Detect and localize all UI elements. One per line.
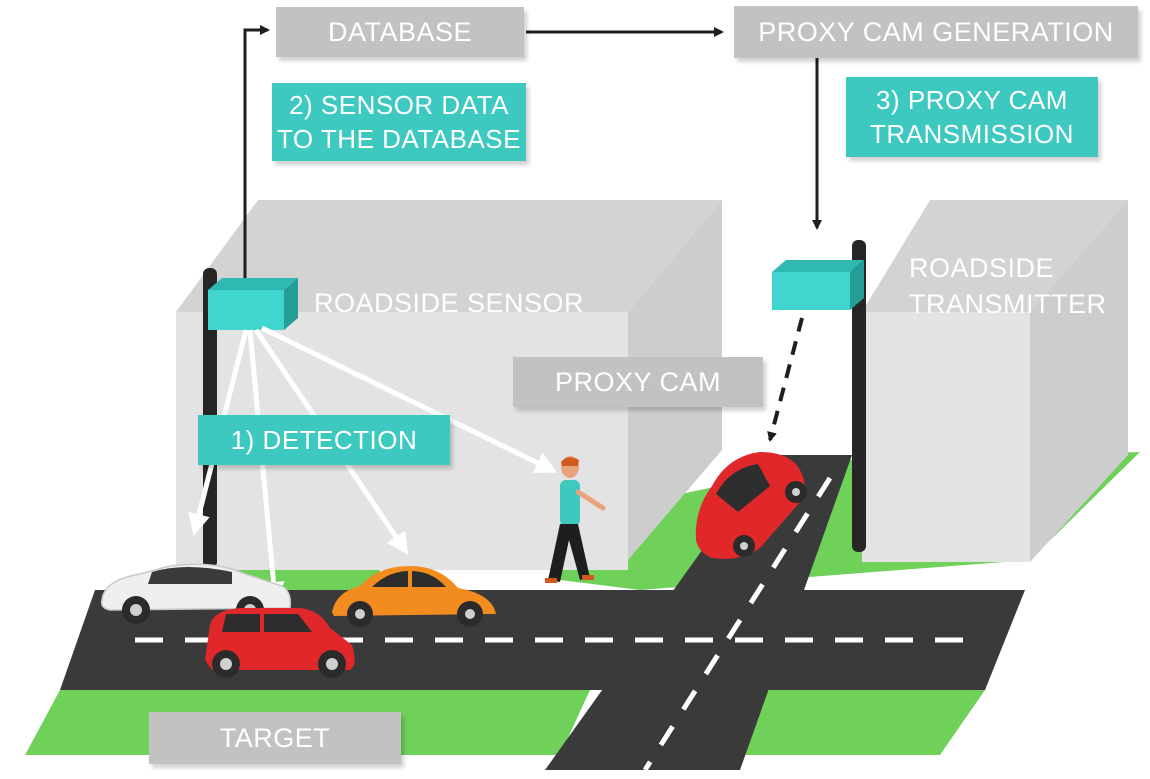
red-car-crossroad bbox=[695, 452, 807, 559]
sensor-data-to-database-label: 2) SENSOR DATA TO THE DATABASE bbox=[272, 83, 526, 161]
orange-car bbox=[332, 566, 496, 627]
proxy-cam-generation-label: PROXY CAM GENERATION bbox=[734, 6, 1138, 58]
transmitter-pole bbox=[852, 240, 866, 552]
database-label: DATABASE bbox=[276, 7, 524, 57]
red-car-front bbox=[205, 608, 355, 678]
pedestrian-figure bbox=[545, 456, 606, 583]
roadside-transmitter-device bbox=[772, 260, 864, 310]
sensor-to-database-arrow bbox=[243, 25, 270, 278]
right-building bbox=[862, 200, 1128, 562]
proxy-cam-label: PROXY CAM bbox=[513, 357, 763, 407]
roadside-transmitter-label: ROADSIDE TRANSMITTER bbox=[909, 253, 1107, 319]
roadside-sensor-label: ROADSIDE SENSOR bbox=[314, 288, 585, 318]
roadside-sensor-device bbox=[208, 278, 298, 330]
white-car bbox=[100, 563, 292, 624]
transmission-dashed-arrow bbox=[767, 317, 804, 442]
proxy-cam-transmission-label: 3) PROXY CAM TRANSMISSION bbox=[846, 77, 1098, 157]
target-label: TARGET bbox=[149, 712, 401, 764]
detection-label: 1) DETECTION bbox=[198, 415, 450, 465]
